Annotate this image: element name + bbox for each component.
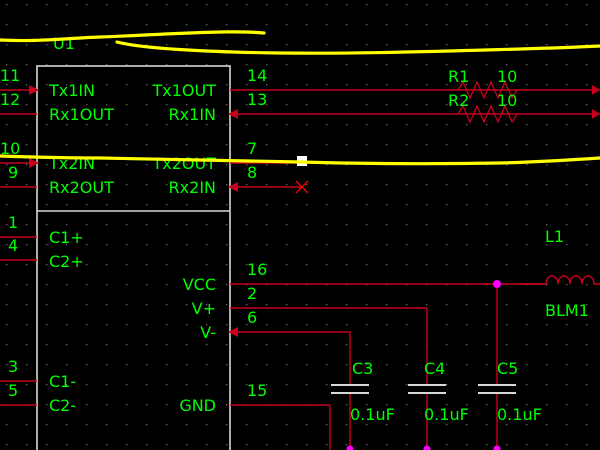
pin-name: C2- (49, 396, 76, 415)
pin-number: 16 (247, 260, 267, 279)
c5-value: 0.1uF (497, 405, 542, 424)
pin-name: Rx1OUT (49, 105, 114, 124)
no-connect-marker[interactable] (295, 180, 309, 194)
r2-refdes: R2 (448, 91, 469, 110)
c3-refdes: C3 (352, 359, 373, 378)
pin-number: 4 (8, 236, 18, 255)
junctions (346, 280, 501, 450)
labels: U1 11 12 10 9 1 4 3 5 Tx1IN Rx1OUT Tx2IN… (0, 34, 589, 424)
c4-refdes: C4 (424, 359, 445, 378)
pin-number: 6 (247, 308, 257, 327)
u1-right-pin-wires (230, 89, 600, 450)
r1-zigzag[interactable] (457, 80, 518, 100)
freehand-annotations[interactable] (0, 30, 600, 166)
junction-dot (493, 280, 501, 288)
pin-name: C1+ (49, 228, 84, 247)
c4-value: 0.1uF (424, 405, 469, 424)
pin-number: 5 (8, 381, 18, 400)
pin-number: 14 (247, 66, 267, 85)
annotation-stroke-top-right[interactable] (115, 40, 600, 55)
r2-zigzag[interactable] (457, 104, 518, 124)
junction-dot (423, 445, 431, 450)
pin-number: 7 (247, 139, 257, 158)
u1-refdes: U1 (53, 34, 75, 53)
pin-number: 2 (247, 284, 257, 303)
pin-name: VCC (183, 275, 216, 294)
r1-refdes: R1 (448, 67, 469, 86)
u1-left-pin-wires (0, 89, 37, 406)
capacitor-wires (349, 284, 498, 450)
l1-refdes: L1 (545, 227, 564, 246)
pin-name: Rx2OUT (49, 178, 114, 197)
annotation-stroke-top-left[interactable] (0, 30, 266, 43)
pin-number: 10 (0, 139, 20, 158)
pin-name: Tx2OUT (152, 154, 217, 173)
pin-name: Rx1IN (169, 105, 216, 124)
pin-name: V+ (192, 299, 216, 318)
c5-refdes: C5 (497, 359, 518, 378)
resistor-bodies[interactable] (457, 80, 518, 124)
r1-value: 10 (497, 67, 517, 86)
resistor-arrows (592, 85, 600, 119)
pin-name: GND (179, 396, 216, 415)
annotation-stroke-middle[interactable] (0, 154, 600, 166)
u1-component[interactable] (36, 65, 231, 450)
pin-name: Rx2IN (169, 178, 216, 197)
inductor-l1[interactable] (520, 275, 600, 285)
pin-name: V- (200, 323, 216, 342)
pin-number: 1 (8, 213, 18, 232)
pin-name: C1- (49, 372, 76, 391)
capacitor-plates[interactable] (331, 384, 516, 394)
pin-arrows (29, 85, 238, 337)
pin-number: 9 (8, 163, 18, 182)
u1-body[interactable] (36, 65, 231, 450)
pin-number: 12 (0, 90, 20, 109)
pin-name: C2+ (49, 252, 84, 271)
l1-value: BLM1 (545, 301, 589, 320)
pin-number: 3 (8, 357, 18, 376)
pin-number: 11 (0, 66, 20, 85)
c3-value: 0.1uF (350, 405, 395, 424)
pin-number: 8 (247, 163, 257, 182)
pin-name: Tx1IN (48, 81, 95, 100)
r2-value: 10 (497, 91, 517, 110)
junction-dot (346, 445, 354, 450)
junction-dot (493, 445, 501, 450)
pin-number: 13 (247, 90, 267, 109)
pin-name: Tx1OUT (152, 81, 217, 100)
l1-coil[interactable] (545, 275, 595, 285)
pin-number: 15 (247, 381, 267, 400)
